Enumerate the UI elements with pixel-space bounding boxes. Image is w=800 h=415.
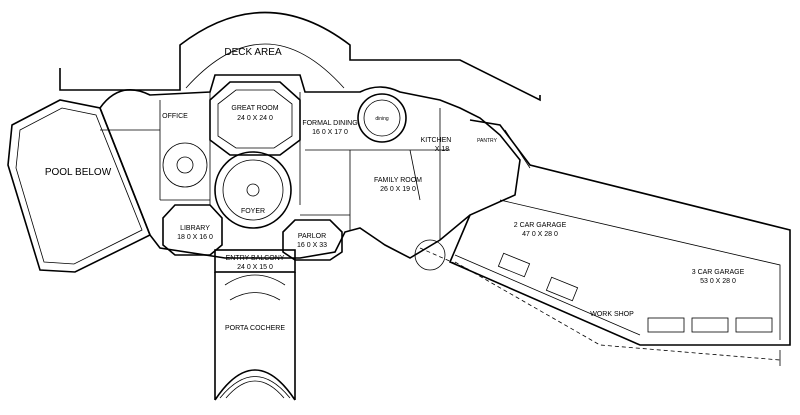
garage3-label: 3 CAR GARAGE	[692, 269, 745, 276]
pool-outline	[7, 99, 152, 273]
kitchen-label: KITCHEN	[421, 137, 452, 144]
deck-inner	[185, 43, 345, 89]
garage-door-3	[647, 317, 685, 333]
family-room-label: FAMILY ROOM	[374, 177, 422, 184]
pantry-label: PANTRY	[477, 138, 497, 144]
spiral-stair-core	[176, 156, 194, 174]
garage-outline	[448, 119, 791, 346]
garage2-dims: 47 0 X 28 0	[522, 231, 558, 238]
library-outline	[162, 204, 223, 256]
library-label: LIBRARY	[180, 225, 210, 232]
internal-walls	[100, 92, 450, 240]
kitchen-dims: X 18	[435, 146, 450, 153]
great-room-label: GREAT ROOM	[231, 105, 278, 112]
foyer-inner	[222, 159, 284, 221]
porta-cochere-front	[219, 376, 291, 399]
workshop-label: WORK SHOP	[590, 311, 634, 318]
office-label: OFFICE	[162, 113, 188, 120]
family-room-dims: 26 0 X 19 0	[380, 186, 416, 193]
great-room-dims: 24 0 X 24 0	[237, 115, 273, 122]
driveway-dashed	[419, 247, 781, 361]
entry-balcony-outline	[214, 249, 296, 273]
dining-label: dining	[375, 116, 389, 122]
porta-cochere-stair	[224, 274, 286, 301]
parlor-dims: 16 0 X 33	[297, 242, 327, 249]
foyer-outline	[214, 151, 292, 229]
deck-outline	[59, 11, 541, 102]
garage-inner-wall	[454, 129, 781, 340]
parlor-outline	[282, 219, 343, 261]
garage3-dims: 53 0 X 28 0	[700, 278, 736, 285]
garage-door-5	[735, 317, 773, 333]
parlor-label: PARLOR	[298, 233, 326, 240]
formal-dining-dims: 16 0 X 17 0	[312, 129, 348, 136]
foyer-medallion	[246, 183, 260, 197]
house-outline	[99, 74, 521, 259]
garage2-label: 2 CAR GARAGE	[514, 222, 567, 229]
pool-inner	[15, 107, 143, 265]
dining-circle-inner	[363, 99, 401, 137]
pool-label: POOL BELOW	[45, 167, 112, 178]
porta-cochere-label: PORTA COCHERE	[225, 325, 285, 332]
garage-door-2	[545, 276, 579, 302]
entry-balcony-label: ENTRY BALCONY	[226, 255, 285, 262]
porta-cochere-outline	[214, 272, 296, 401]
entry-balcony-dims: 24 0 X 15 0	[237, 264, 273, 271]
foyer-label: FOYER	[241, 208, 265, 215]
garage-door-1	[497, 252, 531, 278]
deck-label: DECK AREA	[224, 47, 282, 58]
great-room-outline	[209, 81, 301, 156]
spiral-stair	[162, 142, 208, 188]
great-room-inner	[217, 89, 293, 149]
formal-dining-label: FORMAL DINING	[302, 120, 357, 127]
garage-door-4	[691, 317, 729, 333]
garage-stair	[414, 239, 446, 271]
library-dims: 18 0 X 16 0	[177, 234, 213, 241]
dining-circle	[357, 93, 407, 143]
